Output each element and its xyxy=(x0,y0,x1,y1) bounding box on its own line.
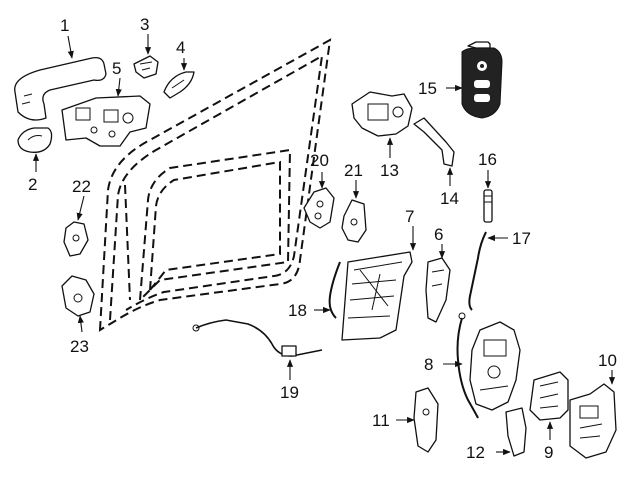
callout-4: 4 xyxy=(176,38,185,57)
callout-10: 10 xyxy=(598,351,617,370)
callout-12: 12 xyxy=(466,443,485,462)
part-cover xyxy=(163,71,195,99)
callout-15: 15 xyxy=(418,79,437,98)
part-latch-cover xyxy=(529,371,569,421)
callout-23: 23 xyxy=(70,337,89,356)
part-striker-bracket xyxy=(303,187,335,229)
part-door-latch xyxy=(469,321,521,411)
callout-2: 2 xyxy=(28,175,37,194)
callout-14: 14 xyxy=(440,189,459,208)
callout-8: 8 xyxy=(424,355,433,374)
callout-22: 22 xyxy=(72,177,91,196)
callout-7: 7 xyxy=(405,207,414,226)
part-escutcheon xyxy=(17,127,53,153)
part-handle-carrier xyxy=(61,95,151,147)
part-mounting-plate xyxy=(341,199,367,243)
callout-9: 9 xyxy=(544,443,553,462)
part-door-hinge xyxy=(61,275,95,317)
part-latch-seal xyxy=(505,407,527,457)
callout-1: 1 xyxy=(60,16,69,35)
part-retainer xyxy=(425,257,451,323)
door-frame-outline xyxy=(98,38,332,332)
part-door-cable xyxy=(328,261,341,319)
callout-17: 17 xyxy=(512,229,531,248)
callout-20: 20 xyxy=(310,151,329,170)
callout-19: 19 xyxy=(280,383,299,402)
callout-labels: 1 2 3 4 5 6 7 8 9 10 11 12 13 14 15 16 1… xyxy=(28,15,617,462)
part-hinge-bracket xyxy=(63,221,89,257)
leader-lines xyxy=(32,34,616,456)
part-trim-bracket xyxy=(413,117,455,167)
part-key-fob xyxy=(461,41,503,119)
part-lock-rod xyxy=(468,231,487,311)
callout-11: 11 xyxy=(372,411,390,430)
part-outside-handle xyxy=(14,56,107,121)
part-lock-module xyxy=(569,383,617,459)
callout-6: 6 xyxy=(434,225,443,244)
part-release-cable xyxy=(192,319,323,357)
part-lock-actuator xyxy=(351,91,413,137)
part-latch-bracket xyxy=(413,387,439,453)
part-clip xyxy=(133,55,159,79)
callout-3: 3 xyxy=(140,15,149,34)
callout-18: 18 xyxy=(288,301,307,320)
part-latch-cable xyxy=(456,312,479,419)
callout-13: 13 xyxy=(380,161,399,180)
part-inner-panel xyxy=(341,251,413,341)
callout-5: 5 xyxy=(112,59,121,78)
callout-16: 16 xyxy=(478,150,497,169)
callout-21: 21 xyxy=(344,161,363,180)
part-lock-pin xyxy=(483,189,493,223)
